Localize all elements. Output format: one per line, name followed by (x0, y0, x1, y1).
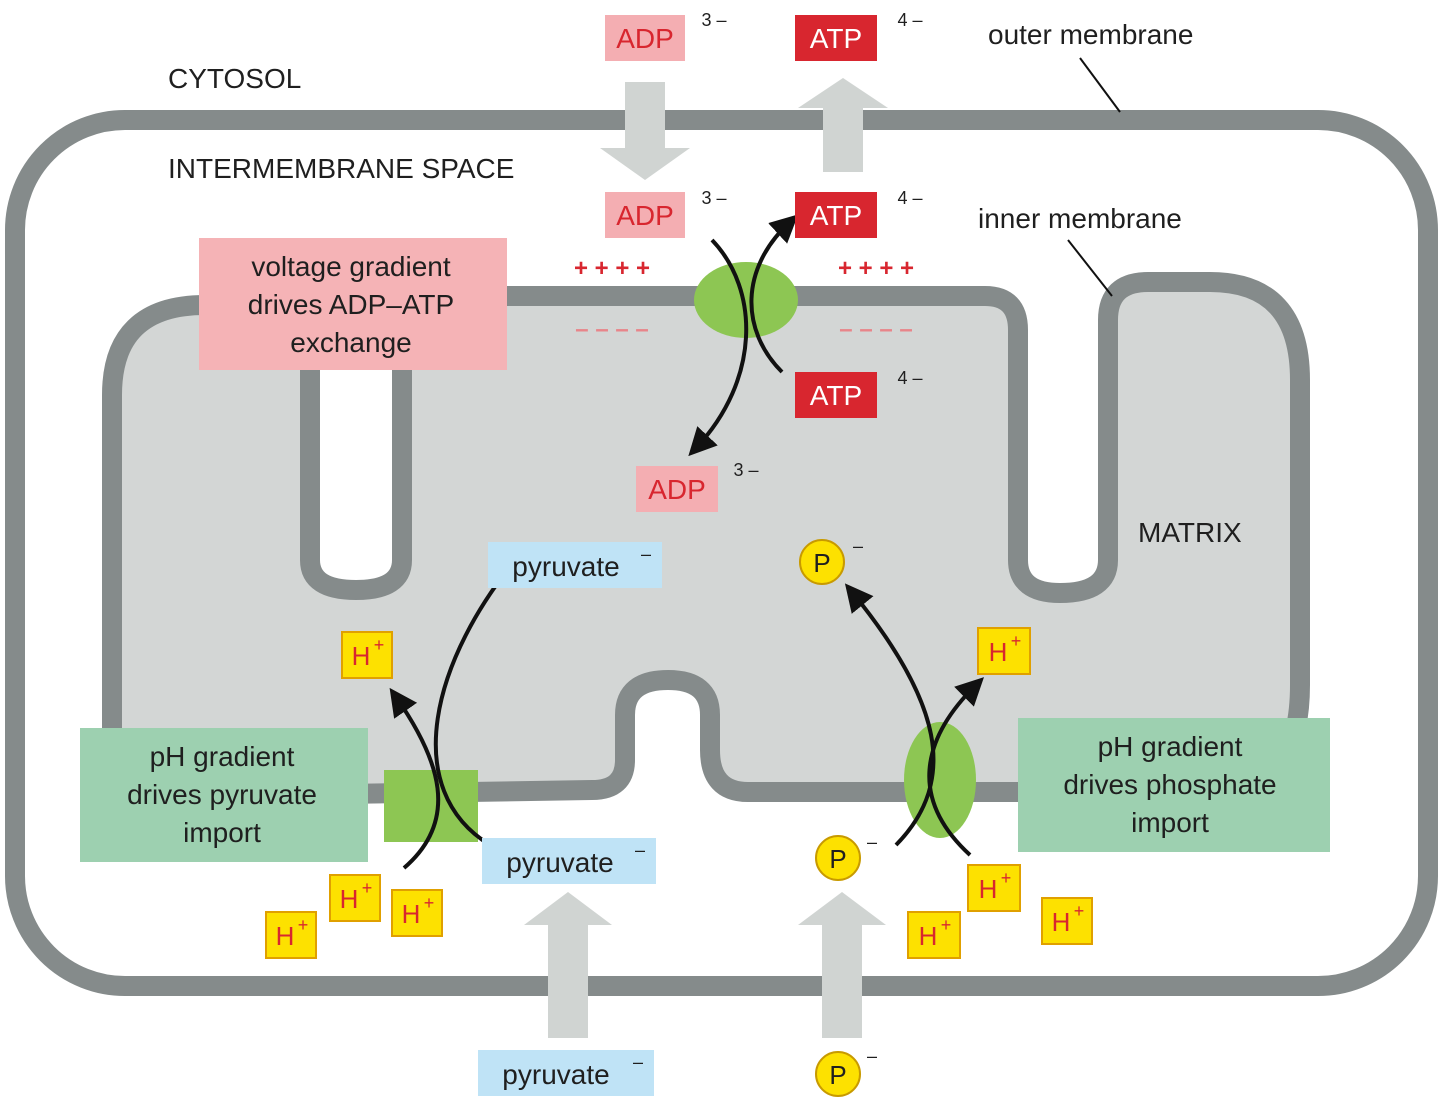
callout-line: import (183, 817, 261, 848)
proton-h: H (979, 874, 998, 904)
pyruvate-intermembrane: pyruvate – (482, 838, 656, 884)
proton-plus: + (1001, 868, 1012, 888)
charge-label: 4 – (897, 188, 922, 208)
callout-line: drives ADP–ATP (248, 289, 454, 320)
proton-plus: + (374, 635, 385, 655)
phosphate-label: P (829, 844, 846, 874)
pyruvate-cytosol: pyruvate – (478, 1050, 654, 1096)
charge-label: 3 – (733, 460, 758, 480)
proton-h: H (340, 884, 359, 914)
proton-box: H + (1041, 897, 1093, 945)
proton-pyruvate-arrow (389, 687, 441, 870)
inner-crista (286, 320, 412, 600)
charge-label: – (635, 840, 645, 860)
atp-matrix: ATP 4 – (795, 368, 923, 418)
proton-phosphate-arrow (927, 677, 984, 857)
atp-label: ATP (810, 23, 862, 54)
proton-plus: + (298, 915, 309, 935)
callout-line: drives pyruvate (127, 779, 317, 810)
proton-box: H + (907, 911, 961, 959)
pyruvate-matrix: pyruvate – (488, 542, 662, 588)
proton-plus: + (1074, 901, 1085, 921)
pyruvate-in-arrow (433, 543, 530, 847)
adp-label: ADP (616, 23, 674, 54)
adp-in-arrow (688, 238, 749, 457)
pyruvate-label: pyruvate (506, 847, 613, 878)
callout-line: exchange (290, 327, 411, 358)
proton-plus: + (362, 878, 373, 898)
phosphate-import-arrow (798, 892, 886, 1038)
atp-intermembrane: ATP 4 – (795, 188, 923, 238)
callout-line: voltage gradient (251, 251, 450, 282)
charge-label: 3 – (701, 188, 726, 208)
proton-plus: + (1011, 631, 1022, 651)
atp-out-arrow (749, 214, 799, 374)
proton-h: H (919, 921, 938, 951)
proton-h: H (402, 899, 421, 929)
proton-h: H (989, 637, 1008, 667)
proton-box: H + (329, 874, 381, 922)
phosphate-matrix: P – (799, 536, 863, 585)
adp-intermembrane: ADP 3 – (605, 188, 727, 238)
callout-line: pH gradient (150, 741, 295, 772)
phosphate-label: P (829, 1060, 846, 1090)
charge-label: 3 – (701, 10, 726, 30)
phosphate-label: P (813, 548, 830, 578)
plus-charges-right: + + + + (838, 255, 914, 282)
charge-label: – (867, 1046, 877, 1066)
cytosol-label: CYTOSOL (168, 63, 301, 94)
adp-matrix: ADP 3 – (636, 460, 759, 512)
plus-charges-left: + + + + (574, 255, 650, 282)
charge-label: – (867, 832, 877, 852)
inner-membrane-label: inner membrane (978, 203, 1182, 234)
pyruvate-import-arrow (524, 892, 612, 1038)
atp-label: ATP (810, 380, 862, 411)
phosphate-in-arrow (844, 583, 936, 847)
callout-line: import (1131, 807, 1209, 838)
ph-phosphate-callout: pH gradient drives phosphate import (1018, 718, 1330, 852)
proton-h: H (276, 921, 295, 951)
minus-charges-left: – – – – (575, 316, 648, 343)
adp-label: ADP (616, 200, 674, 231)
proton-box: H + (967, 864, 1021, 912)
pyruvate-label: pyruvate (502, 1059, 609, 1090)
proton-box: H + (391, 889, 443, 937)
matrix-label: MATRIX (1138, 517, 1242, 548)
adp-cytosol: ADP 3 – (605, 10, 727, 61)
callout-line: drives phosphate (1063, 769, 1276, 800)
ph-pyruvate-callout: pH gradient drives pyruvate import (80, 728, 368, 862)
gray-flux-arrows (524, 78, 888, 1038)
charge-label: – (633, 1052, 643, 1072)
outer-membrane-leader (1079, 57, 1121, 113)
intermembrane-space-label: INTERMEMBRANE SPACE (168, 153, 514, 184)
adp-atp-translocator (694, 262, 798, 338)
adp-import-arrow (600, 82, 690, 180)
atp-cytosol: ATP 4 – (795, 10, 923, 61)
inner-membrane-leader (1067, 239, 1113, 297)
proton-plus: + (941, 915, 952, 935)
proton-plus: + (424, 893, 435, 913)
charge-label: – (641, 544, 651, 564)
proton-box: H + (977, 627, 1031, 675)
outer-membrane-label: outer membrane (988, 19, 1193, 50)
phosphate-intermembrane: P – (815, 832, 877, 881)
proton-h: H (1052, 907, 1071, 937)
adp-label: ADP (648, 474, 706, 505)
minus-charges-right: – – – – (839, 316, 912, 343)
proton-box: H + (341, 631, 393, 679)
charge-label: 4 – (897, 10, 922, 30)
proton-h: H (352, 641, 371, 671)
callout-line: pH gradient (1098, 731, 1243, 762)
charge-label: 4 – (897, 368, 922, 388)
phosphate-cytosol: P – (815, 1046, 877, 1097)
transport-arrows (389, 214, 984, 870)
atp-export-arrow (798, 78, 888, 172)
proton-box: H + (265, 911, 317, 959)
charge-label: – (853, 536, 863, 556)
voltage-gradient-callout: voltage gradient drives ADP–ATP exchange (199, 238, 507, 370)
pyruvate-label: pyruvate (512, 551, 619, 582)
atp-label: ATP (810, 200, 862, 231)
